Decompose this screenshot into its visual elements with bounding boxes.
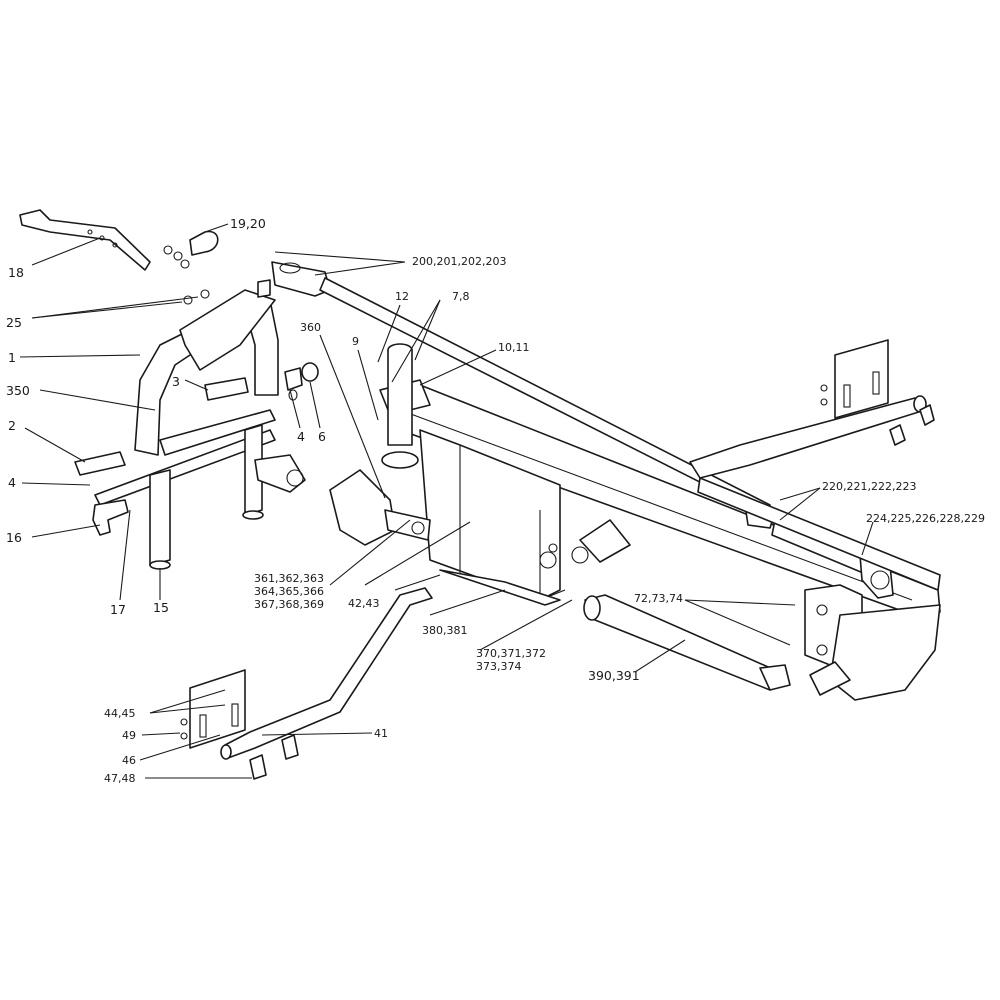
lower-drive-shaft: [583, 594, 791, 691]
label-373-374: 373,374: [476, 660, 522, 673]
label-19-20: 19,20: [230, 216, 266, 231]
warning-plate-right: [820, 339, 935, 446]
label-2: 2: [8, 418, 16, 433]
label-380-381: 380,381: [422, 624, 468, 637]
label-1: 1: [8, 350, 16, 365]
label-49: 49: [122, 729, 136, 742]
label-390-391: 390,391: [588, 668, 640, 683]
label-46: 46: [122, 754, 136, 767]
label-25: 25: [6, 315, 22, 330]
pto-shaft: [329, 469, 431, 546]
label-367-369: 367,368,369: [254, 598, 324, 611]
label-16: 16: [6, 530, 22, 545]
label-350: 350: [6, 383, 30, 398]
headstock: [804, 584, 941, 701]
label-18: 18: [8, 265, 24, 280]
right-tube: [689, 395, 941, 591]
pivot-pin: [379, 343, 431, 469]
main-boom: [384, 384, 941, 613]
label-41: 41: [374, 727, 388, 740]
bracket-18: [19, 209, 151, 271]
leader-lines: [19, 223, 874, 779]
support-rod: [220, 587, 433, 760]
label-72-74: 72,73,74: [634, 592, 683, 605]
label-17: 17: [110, 602, 126, 617]
pin-2: [74, 451, 126, 476]
bolts-25: [183, 279, 271, 305]
a-frame: [94, 289, 306, 570]
label-47-48: 47,48: [104, 772, 136, 785]
label-42-43: 42,43: [348, 597, 380, 610]
label-7-8: 7,8: [452, 290, 470, 303]
label-6: 6: [318, 429, 326, 444]
pin-3: [204, 377, 249, 401]
handle-16: [92, 499, 129, 536]
label-44-45: 44,45: [104, 707, 136, 720]
callout-labels: 19,20 18 25 1 350 3 2 4 4 6 16 17 15 200…: [6, 216, 985, 785]
label-15: 15: [153, 600, 169, 615]
label-224-229: 224,225,226,228,229: [866, 512, 985, 525]
mid-bracket: [571, 519, 631, 564]
label-370-372: 370,371,372: [476, 647, 546, 660]
washers-nut: [284, 362, 319, 401]
label-4-right: 4: [297, 429, 305, 444]
label-10-11: 10,11: [498, 341, 530, 354]
label-364-366: 364,365,366: [254, 585, 324, 598]
u-bolt: [163, 230, 219, 269]
label-12: 12: [395, 290, 409, 303]
label-361-363: 361,362,363: [254, 572, 324, 585]
label-4-left: 4: [8, 475, 16, 490]
label-360: 360: [300, 321, 321, 334]
warning-plate-left: [180, 669, 299, 780]
label-9: 9: [352, 335, 359, 348]
label-220-223: 220,221,222,223: [822, 480, 916, 493]
label-3: 3: [172, 374, 180, 389]
label-200-203: 200,201,202,203: [412, 255, 506, 268]
